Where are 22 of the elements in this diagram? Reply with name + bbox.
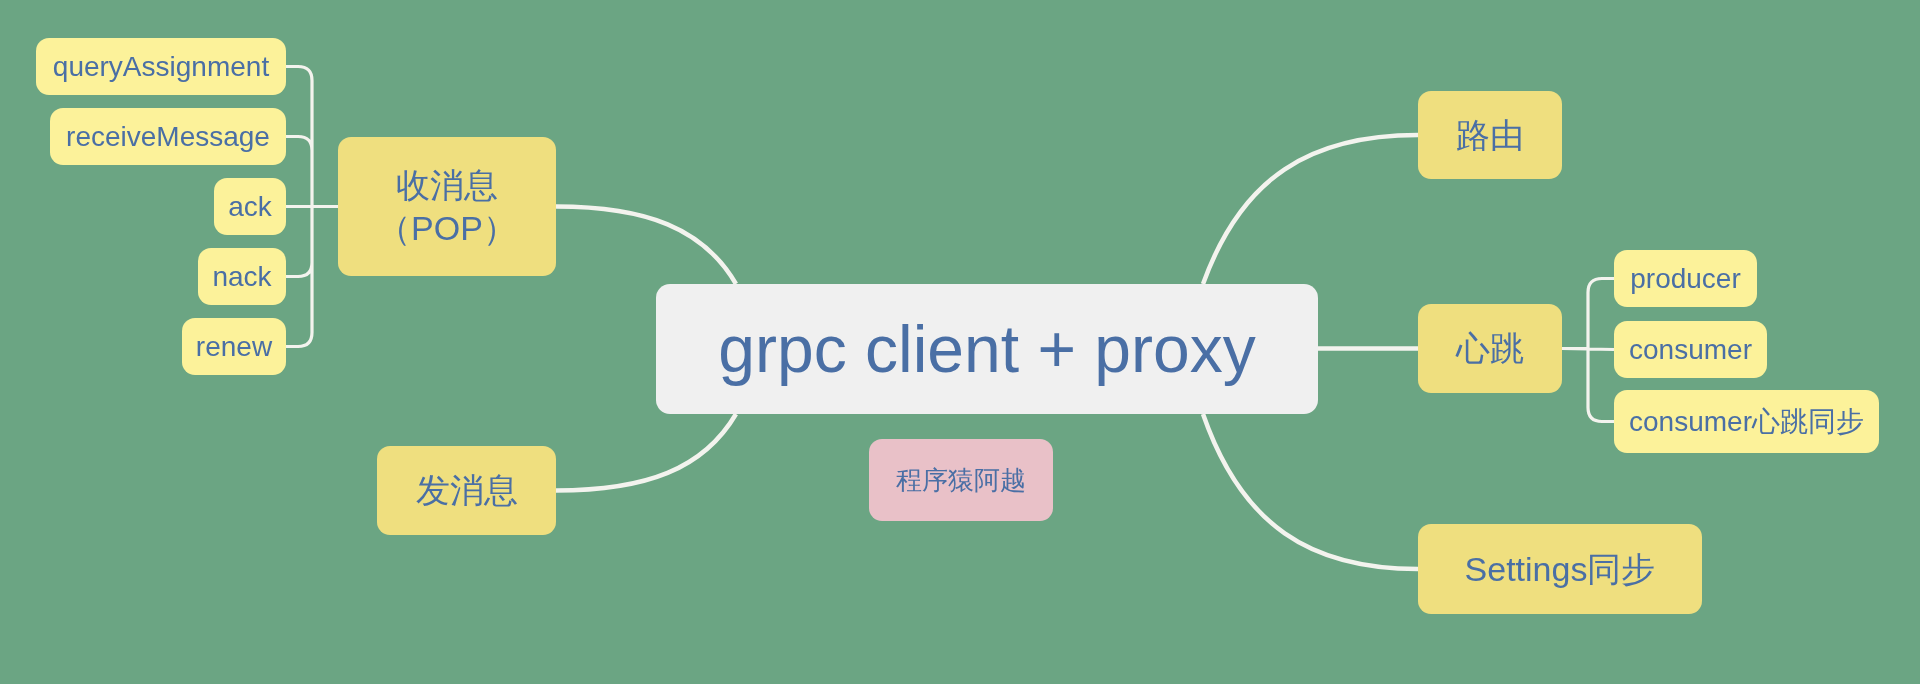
subtopic: consumer xyxy=(1614,321,1767,378)
branch-line xyxy=(1200,413,1419,572)
author-label: 程序猿阿越 xyxy=(869,439,1053,521)
bracket-line xyxy=(284,64,340,349)
main-topic: 收消息（POP） xyxy=(338,137,556,276)
main-topic: 路由 xyxy=(1418,91,1562,179)
subtopic: receiveMessage xyxy=(50,108,286,165)
central-topic: grpc client + proxy xyxy=(656,284,1318,414)
subtopic: producer xyxy=(1614,250,1757,307)
subtopic: ack xyxy=(214,178,286,235)
bracket-line xyxy=(1560,276,1616,424)
main-topic: 发消息 xyxy=(377,446,556,535)
main-topic: Settings同步 xyxy=(1418,524,1702,614)
branch-line xyxy=(1200,132,1419,285)
branch-line xyxy=(555,412,738,493)
branch-line xyxy=(1318,346,1418,351)
main-topic: 心跳 xyxy=(1418,304,1562,393)
subtopic: consumer心跳同步 xyxy=(1614,390,1879,453)
subtopic: queryAssignment xyxy=(36,38,286,95)
subtopic: renew xyxy=(182,318,286,375)
branch-line xyxy=(555,204,738,286)
subtopic: nack xyxy=(198,248,286,305)
